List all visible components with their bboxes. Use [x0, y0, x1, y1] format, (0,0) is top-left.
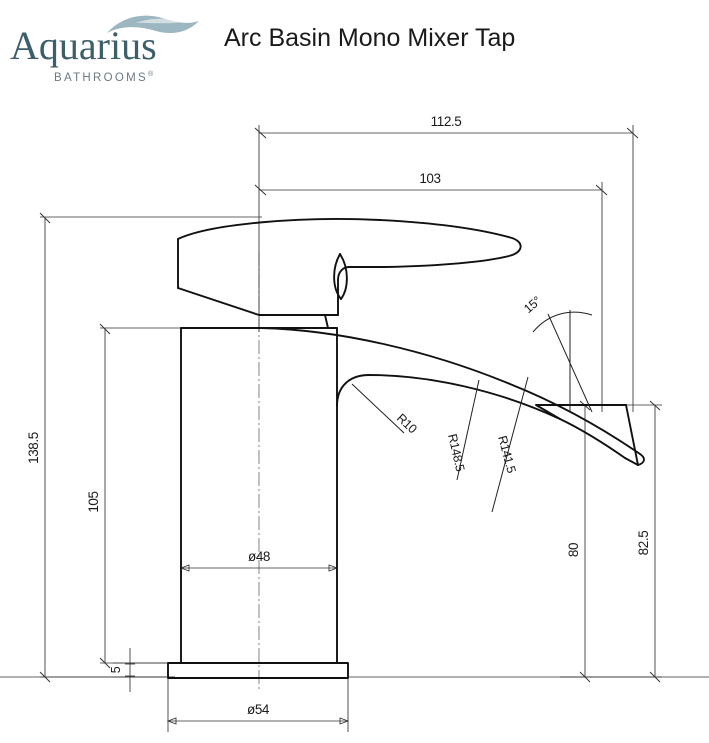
dim-label-138-5: 138.5	[26, 432, 41, 464]
extension-lines	[40, 125, 662, 732]
dimension-103: 103	[254, 171, 608, 196]
wave-swoosh-icon	[107, 15, 199, 34]
brand-logo: Aquarius BATHROOMS®	[10, 14, 202, 84]
dim-label-r148-5: R148.5	[445, 433, 467, 474]
dim-label-5: 5	[109, 666, 123, 673]
dim-label-80: 80	[566, 543, 581, 557]
dimension-82-5: 82.5	[636, 400, 661, 683]
brand-subtitle: BATHROOMS®	[54, 71, 153, 84]
tap-spout	[260, 327, 645, 466]
dimension-5: 5	[109, 648, 135, 692]
dimension-dia-48: ø48	[179, 549, 339, 572]
dim-label-r141-5: R141.5	[495, 434, 518, 475]
dim-label-r10: R10	[394, 411, 420, 436]
dimension-138-5: 138.5	[26, 212, 51, 683]
dimension-dia-54: ø54	[166, 702, 350, 725]
registered-mark: ®	[147, 71, 154, 78]
dim-label-112-5: 112.5	[431, 114, 462, 129]
tap-lever-handle	[177, 218, 522, 329]
dim-label-105: 105	[86, 491, 101, 512]
dimension-112-5: 112.5	[254, 114, 639, 139]
dim-label-dia-48: ø48	[248, 549, 270, 564]
dimension-80: 80	[566, 400, 591, 683]
brand-wordmark: Aquarius	[10, 23, 157, 68]
brand-subtitle-text: BATHROOMS	[54, 71, 148, 84]
angle-callout-15: 15°	[521, 294, 593, 413]
dim-label-15-deg: 15°	[521, 294, 544, 316]
dim-label-82-5: 82.5	[636, 531, 651, 556]
tap-base-plate	[0, 662, 709, 679]
dim-label-dia-54: ø54	[247, 702, 270, 717]
dimension-105: 105	[86, 323, 111, 669]
page-title: Arc Basin Mono Mixer Tap	[224, 24, 516, 52]
tap-dimension-svg: 112.5 103 138.5 105	[0, 114, 709, 732]
technical-drawing: 112.5 103 138.5 105	[0, 92, 709, 743]
dim-label-103: 103	[419, 171, 440, 186]
page-header: Aquarius BATHROOMS® Arc Basin Mono Mixer…	[0, 0, 709, 92]
